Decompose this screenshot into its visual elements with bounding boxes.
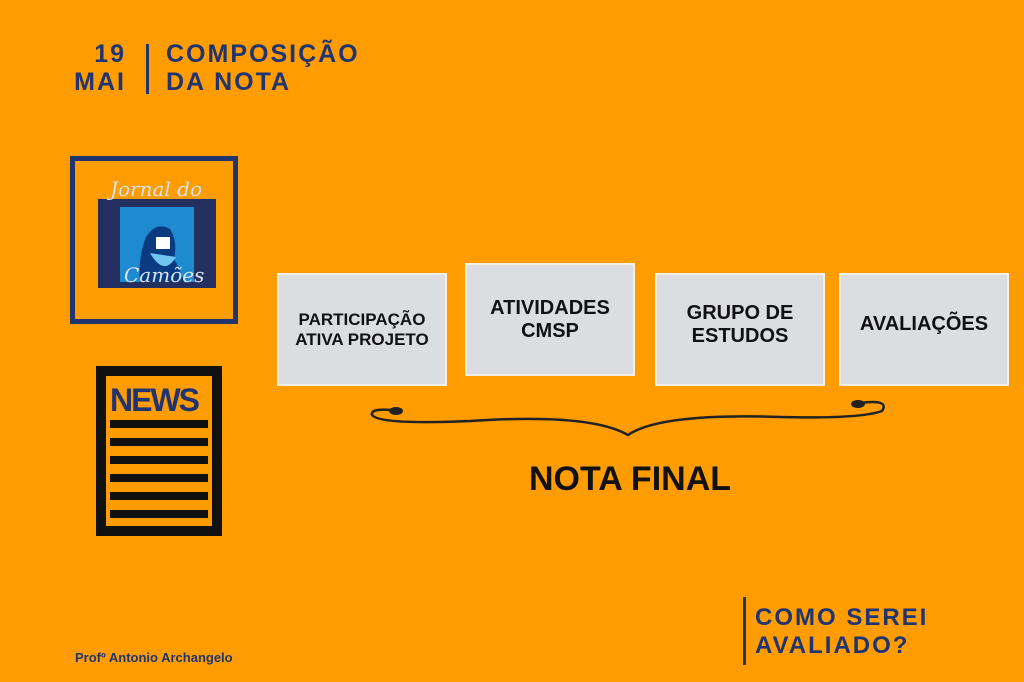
question-text: COMO SEREI AVALIADO? — [755, 604, 928, 660]
question-line-1: COMO SEREI — [755, 604, 928, 632]
nota-final-label: NOTA FINAL — [0, 460, 1024, 499]
jornal-logo: Jornal do Camões — [98, 199, 216, 288]
author: Profº Antonio Archangelo — [75, 650, 233, 665]
curly-brace-icon — [360, 395, 900, 445]
divider — [743, 597, 746, 665]
box-line: GRUPO DE — [687, 302, 794, 325]
news-label: NEWS — [110, 382, 198, 419]
question-line-2: AVALIADO? — [755, 632, 928, 660]
newspaper-icon: NEWS — [96, 366, 222, 536]
divider — [146, 44, 149, 94]
slide-title: COMPOSIÇÃO DA NOTA — [166, 40, 360, 96]
component-grupo: GRUPO DEESTUDOS — [655, 273, 825, 386]
box-line: ATIVA PROJETO — [295, 330, 429, 350]
title-line-1: COMPOSIÇÃO — [166, 40, 360, 68]
logo-text-top: Jornal do — [110, 177, 202, 201]
component-atividades: ATIVIDADESCMSP — [465, 263, 635, 376]
box-line: ATIVIDADES — [490, 297, 610, 320]
date-month: MAI — [60, 68, 126, 96]
box-line: ESTUDOS — [687, 325, 794, 348]
box-line: CMSP — [490, 320, 610, 343]
component-avaliacoes: AVALIAÇÕES — [839, 273, 1009, 386]
title-line-2: DA NOTA — [166, 68, 360, 96]
date-day: 19 — [60, 40, 126, 68]
box-line: PARTICIPAÇÃO — [295, 310, 429, 330]
logo-text-bottom: Camões — [124, 263, 204, 287]
component-participacao: PARTICIPAÇÃOATIVA PROJETO — [277, 273, 447, 386]
box-line: AVALIAÇÕES — [860, 313, 988, 336]
date: 19 MAI — [60, 40, 126, 96]
